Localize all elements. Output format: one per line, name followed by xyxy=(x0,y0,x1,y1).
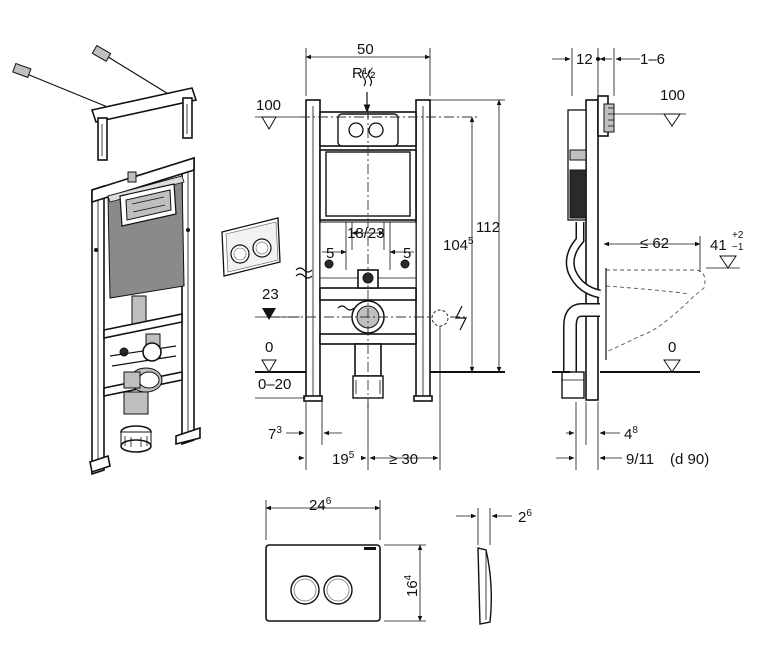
pipe-diameter-note: (d 90) xyxy=(670,451,709,468)
side-top-level-label: 100 xyxy=(660,87,685,104)
front-floor-level-label: 0 xyxy=(265,339,273,356)
bowl-height-label: 41 xyxy=(710,237,727,254)
bolt-right-label: 5 xyxy=(403,245,411,262)
front-view xyxy=(255,48,505,470)
plate-thickness-label: 26 xyxy=(518,508,532,526)
floor-range-label: 0–20 xyxy=(258,376,291,393)
bowl-height-tolerance-plus: +2 xyxy=(732,230,744,241)
pipe-diameter-label: 9/11 xyxy=(626,451,654,468)
bolt-left-label: 5 xyxy=(326,245,334,262)
bolt-spacing-label: 18/23 xyxy=(347,225,385,242)
flush-plate-front xyxy=(265,500,426,622)
foot-width-label: 195 xyxy=(332,450,355,468)
depth-adjust-label: 1–6 xyxy=(640,51,665,68)
height-total-label: 112 xyxy=(476,219,500,236)
depth-frame-label: 12 xyxy=(576,51,593,68)
front-width-label: 50 xyxy=(357,41,374,58)
foot-offset-label: 73 xyxy=(268,425,282,443)
outlet-level-label: 23 xyxy=(262,286,279,303)
bowl-depth-label: ≤ 62 xyxy=(640,235,669,252)
thread-label: R½ xyxy=(352,65,376,82)
pipe-offset-label: 48 xyxy=(624,425,638,443)
side-view xyxy=(552,48,740,470)
drain-min-label: ≥ 30 xyxy=(389,451,418,468)
bowl-height-tolerance-minus: −1 xyxy=(732,242,744,253)
flush-plate-side xyxy=(456,508,512,625)
flush-plate-icon xyxy=(221,217,281,277)
plate-height-label: 164 xyxy=(403,574,421,597)
front-top-level-label: 100 xyxy=(256,97,281,114)
height-inner-label: 1045 xyxy=(443,236,474,254)
level-marker-icon xyxy=(255,116,300,373)
installation-frame-icon xyxy=(12,44,201,476)
plate-width-label: 246 xyxy=(309,496,332,514)
water-supply-icon xyxy=(361,69,373,113)
side-floor-level-label: 0 xyxy=(668,339,676,356)
electrical-supply-icon xyxy=(431,305,467,331)
